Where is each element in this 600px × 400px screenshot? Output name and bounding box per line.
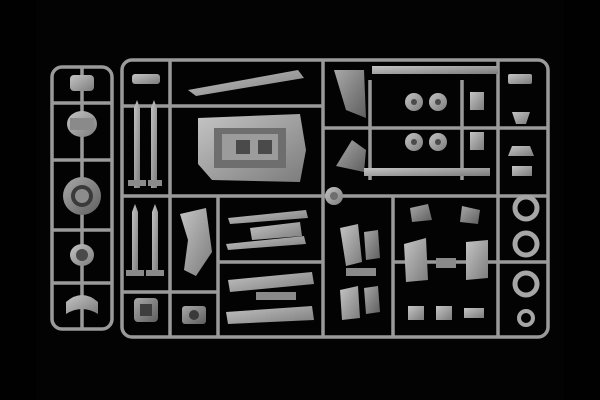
lower-right-panels [404,204,488,320]
top-strut-part [188,70,304,96]
photo-background [36,0,564,400]
side-panel-parts [334,66,498,176]
blade-parts [226,210,314,324]
right-small-parts [508,74,534,176]
small-bracket-part [180,208,212,324]
left-frame-parts [63,75,101,314]
gate-medallion [325,187,343,205]
cockpit-part [198,114,306,182]
lower-center-parts [340,224,380,320]
missile-parts-top [128,74,162,188]
wheel-parts [405,92,484,151]
ring-parts [512,194,540,327]
sprue-image [50,58,550,339]
missile-parts-bottom [126,204,164,322]
